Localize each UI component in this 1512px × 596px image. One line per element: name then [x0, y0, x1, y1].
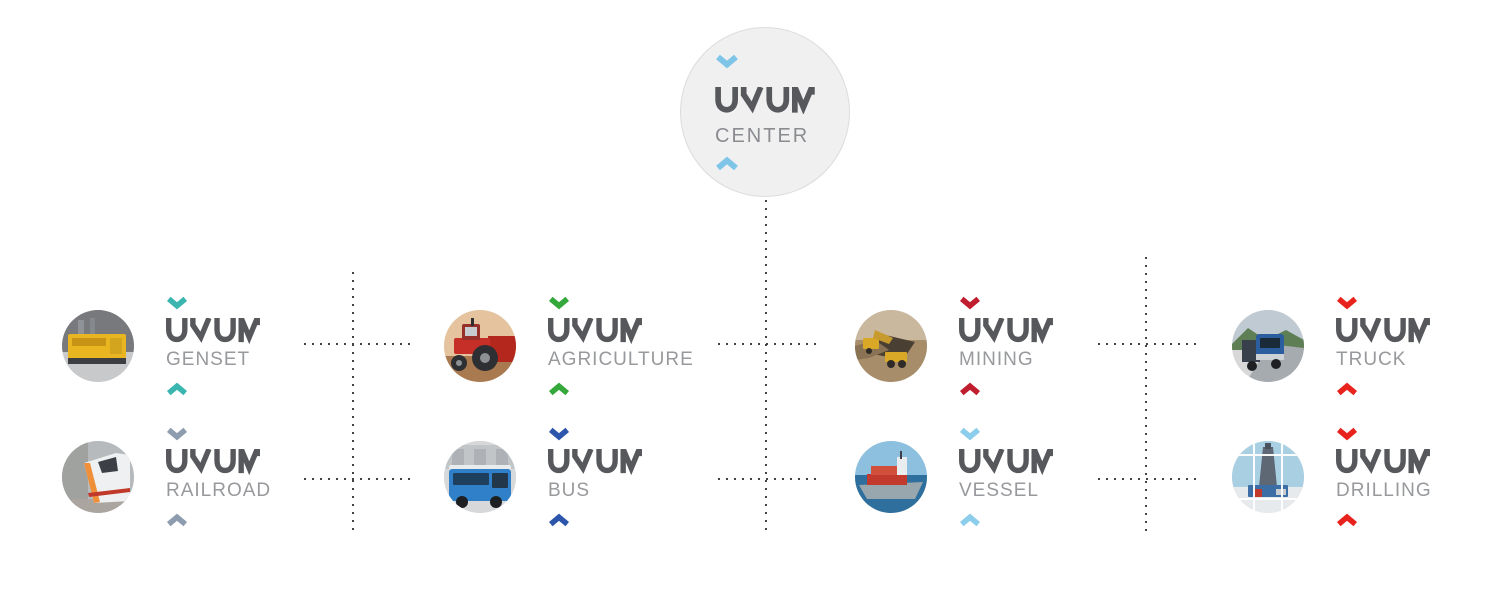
- division-bus: BUS: [444, 427, 642, 527]
- agriculture-photo: [444, 310, 516, 382]
- division-drilling: DRILLING: [1232, 427, 1432, 527]
- truck-photo: [1232, 310, 1304, 382]
- division-label: MINING: [959, 348, 1034, 370]
- railroad-photo: [62, 441, 134, 513]
- railroad-photo-image: [62, 441, 134, 513]
- chevron-down-icon: [548, 296, 570, 310]
- railroad-lockup: RAILROAD: [166, 427, 271, 527]
- drilling-photo: [1232, 441, 1304, 513]
- connector-row2-right: [1098, 478, 1196, 480]
- chevron-down-icon: [715, 54, 739, 69]
- connector-row2-center: [718, 478, 816, 480]
- agriculture-photo-image: [444, 310, 516, 382]
- connector-center-vertical: [765, 200, 767, 532]
- chevron-up-icon: [548, 513, 570, 527]
- division-truck: TRUCK: [1232, 296, 1430, 396]
- chevron-up-icon: [166, 513, 188, 527]
- chevron-up-icon: [548, 382, 570, 396]
- division-label: DRILLING: [1336, 479, 1432, 501]
- vessel-lockup: VESSEL: [959, 427, 1053, 527]
- chevron-up-icon: [959, 382, 981, 396]
- truck-lockup: TRUCK: [1336, 296, 1430, 396]
- division-genset: GENSET: [62, 296, 260, 396]
- genset-photo-image: [62, 310, 134, 382]
- unum-wordmark: [166, 449, 260, 475]
- vessel-photo: [855, 441, 927, 513]
- agriculture-lockup: AGRICULTURE: [548, 296, 694, 396]
- connector-left-vertical: [352, 272, 354, 534]
- truck-photo-image: [1232, 310, 1304, 382]
- division-vessel: VESSEL: [855, 427, 1053, 527]
- connector-row1-right: [1098, 343, 1196, 345]
- chevron-up-icon: [715, 156, 739, 171]
- chevron-up-icon: [959, 513, 981, 527]
- unum-wordmark: [959, 318, 1053, 344]
- division-label: GENSET: [166, 348, 251, 370]
- drilling-lockup: DRILLING: [1336, 427, 1432, 527]
- genset-lockup: GENSET: [166, 296, 260, 396]
- division-railroad: RAILROAD: [62, 427, 271, 527]
- vessel-photo-image: [855, 441, 927, 513]
- mining-photo: [855, 310, 927, 382]
- division-label: AGRICULTURE: [548, 348, 694, 370]
- chevron-down-icon: [166, 427, 188, 441]
- unum-wordmark: [715, 87, 815, 114]
- mining-lockup: MINING: [959, 296, 1053, 396]
- connector-right-vertical: [1145, 257, 1147, 534]
- division-mining: MINING: [855, 296, 1053, 396]
- chevron-down-icon: [959, 296, 981, 310]
- chevron-up-icon: [1336, 382, 1358, 396]
- center-lockup: CENTER: [715, 54, 815, 171]
- chevron-up-icon: [166, 382, 188, 396]
- mining-photo-image: [855, 310, 927, 382]
- unum-wordmark: [548, 449, 642, 475]
- chevron-down-icon: [959, 427, 981, 441]
- bus-lockup: BUS: [548, 427, 642, 527]
- unum-wordmark: [1336, 318, 1430, 344]
- division-label: RAILROAD: [166, 479, 272, 501]
- chevron-down-icon: [1336, 427, 1358, 441]
- unum-wordmark: [166, 318, 260, 344]
- unum-wordmark: [1336, 449, 1430, 475]
- division-agriculture: AGRICULTURE: [444, 296, 694, 396]
- bus-photo-image: [444, 441, 516, 513]
- division-label: BUS: [548, 479, 591, 501]
- center-label: CENTER: [715, 124, 810, 147]
- connector-row2-left: [304, 478, 414, 480]
- chevron-down-icon: [1336, 296, 1358, 310]
- unum-wordmark: [959, 449, 1053, 475]
- drilling-photo-image: [1232, 441, 1304, 513]
- division-label: VESSEL: [959, 479, 1039, 501]
- chevron-down-icon: [548, 427, 570, 441]
- chevron-up-icon: [1336, 513, 1358, 527]
- division-label: TRUCK: [1336, 348, 1407, 370]
- bus-photo: [444, 441, 516, 513]
- chevron-down-icon: [166, 296, 188, 310]
- unum-wordmark: [548, 318, 642, 344]
- connector-row1-left: [304, 343, 414, 345]
- center-node: CENTER: [680, 27, 850, 197]
- genset-photo: [62, 310, 134, 382]
- connector-row1-center: [718, 343, 816, 345]
